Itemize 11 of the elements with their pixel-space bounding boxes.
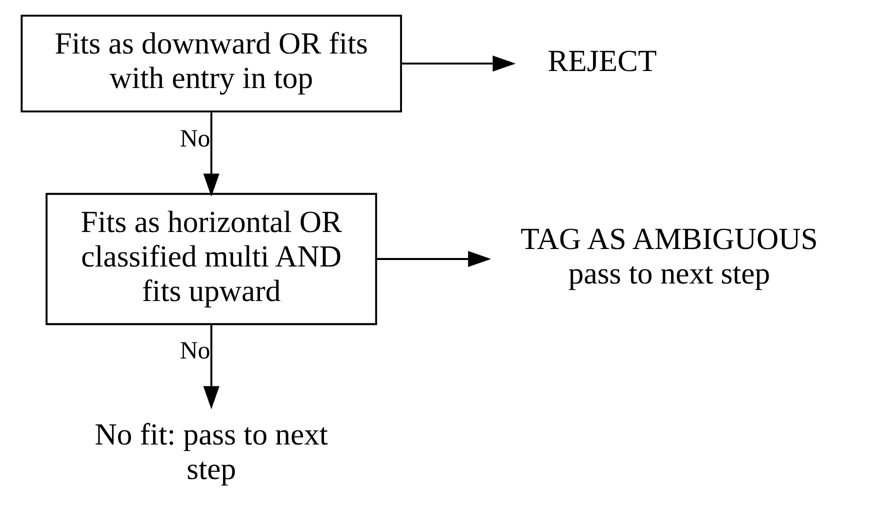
- node-text: REJECT: [547, 44, 656, 78]
- edge-label: No: [179, 125, 210, 152]
- node-box: Fits as horizontal OR classified multi AND fits upward: [45, 192, 377, 326]
- node-box: Fits as downward OR fits with entry in top: [20, 14, 402, 112]
- arrow: [376, 250, 491, 268]
- arrow: [202, 324, 219, 410]
- node-text: No fit: pass to next step: [94, 417, 328, 486]
- arrow: [400, 56, 516, 72]
- arrow: [202, 112, 219, 197]
- node-text: TAG AS AMBIGUOUS pass to next step: [520, 222, 818, 291]
- edge-label: No: [179, 338, 210, 364]
